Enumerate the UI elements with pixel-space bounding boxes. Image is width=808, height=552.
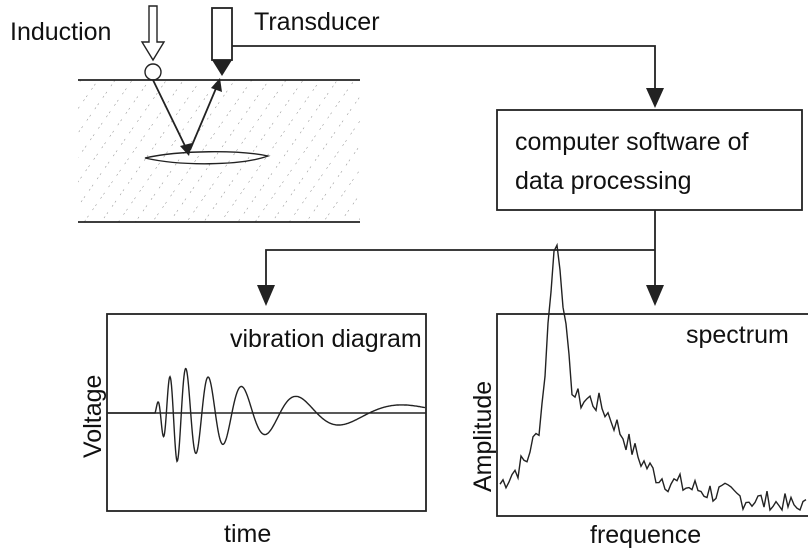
spectrum-ylabel: Amplitude [469, 381, 497, 492]
specimen-hatch [78, 80, 360, 222]
software-label-line1: computer software of [515, 128, 748, 156]
specimen-block [78, 79, 360, 223]
software-box-frame [496, 109, 803, 211]
wave-paths [152, 78, 222, 156]
vibration-waveform [108, 367, 426, 463]
spectrum-arrowhead [646, 285, 664, 306]
reflected-wave-arrowhead [211, 78, 222, 92]
spectrum-xlabel: frequence [590, 521, 701, 549]
incident-wave [152, 79, 188, 151]
branch-left [265, 249, 655, 286]
vibration-ylabel: Voltage [79, 375, 107, 458]
signal-line [232, 45, 656, 90]
incident-wave-arrowhead [180, 143, 192, 156]
spectrum-title: spectrum [686, 321, 789, 349]
vibration-panel: vibration diagram Voltage time [79, 313, 427, 548]
vibration-title: vibration diagram [230, 325, 422, 353]
induction-ball [144, 63, 162, 81]
software-box: computer software of data processing [496, 109, 803, 211]
software-label-line2: data processing [515, 167, 692, 195]
spectrum-curve [499, 242, 807, 512]
transducer-probe [211, 7, 233, 76]
induction-label: Induction [10, 18, 111, 46]
spectrum-panel: spectrum Amplitude frequence [469, 242, 808, 549]
vibration-arrowhead [257, 285, 275, 306]
transducer-tip [212, 60, 232, 76]
defect-ellipse [144, 151, 271, 165]
transducer-body [211, 7, 233, 61]
transducer-label: Transducer [254, 8, 380, 36]
software-arrowhead [646, 88, 664, 108]
induction-source [140, 5, 166, 81]
vibration-xlabel: time [224, 520, 271, 548]
branch-connectors [257, 210, 664, 306]
connector-to-software [232, 45, 664, 108]
induction-arrow [140, 5, 166, 62]
reflected-wave [189, 85, 218, 151]
spectrum-frame [496, 313, 808, 517]
